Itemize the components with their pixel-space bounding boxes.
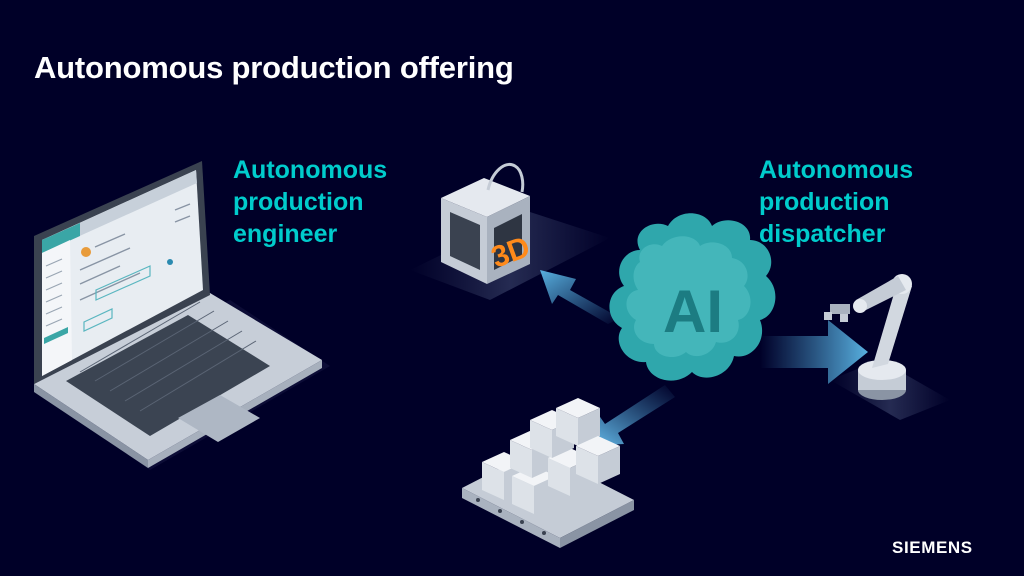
dispatcher-label-line: Autonomous	[759, 156, 914, 184]
engineer-label-line: Autonomous	[233, 156, 388, 184]
engineer-label: Autonomous production engineer	[233, 154, 387, 250]
arrow-to-conveyor	[588, 385, 675, 446]
laptop-icon	[34, 161, 330, 470]
arrow-to-robot	[760, 320, 868, 384]
ai-brain-icon: AI	[609, 213, 776, 381]
arrow-to-printer	[540, 270, 620, 324]
engineer-label-line: engineer	[233, 220, 338, 248]
dispatcher-label: Autonomous production dispatcher	[759, 154, 913, 250]
robot-arm-icon	[824, 274, 950, 420]
slide-title: Autonomous production offering	[34, 50, 514, 85]
3d-printer-icon: 3D	[410, 163, 610, 300]
dispatcher-label-line: production	[759, 188, 890, 216]
conveyor-boxes-icon	[462, 398, 634, 548]
engineer-label-line: production	[233, 188, 364, 216]
dispatcher-label-line: dispatcher	[759, 220, 886, 248]
ai-label: AI	[663, 278, 723, 345]
siemens-logo: SIEMENS	[892, 538, 973, 557]
